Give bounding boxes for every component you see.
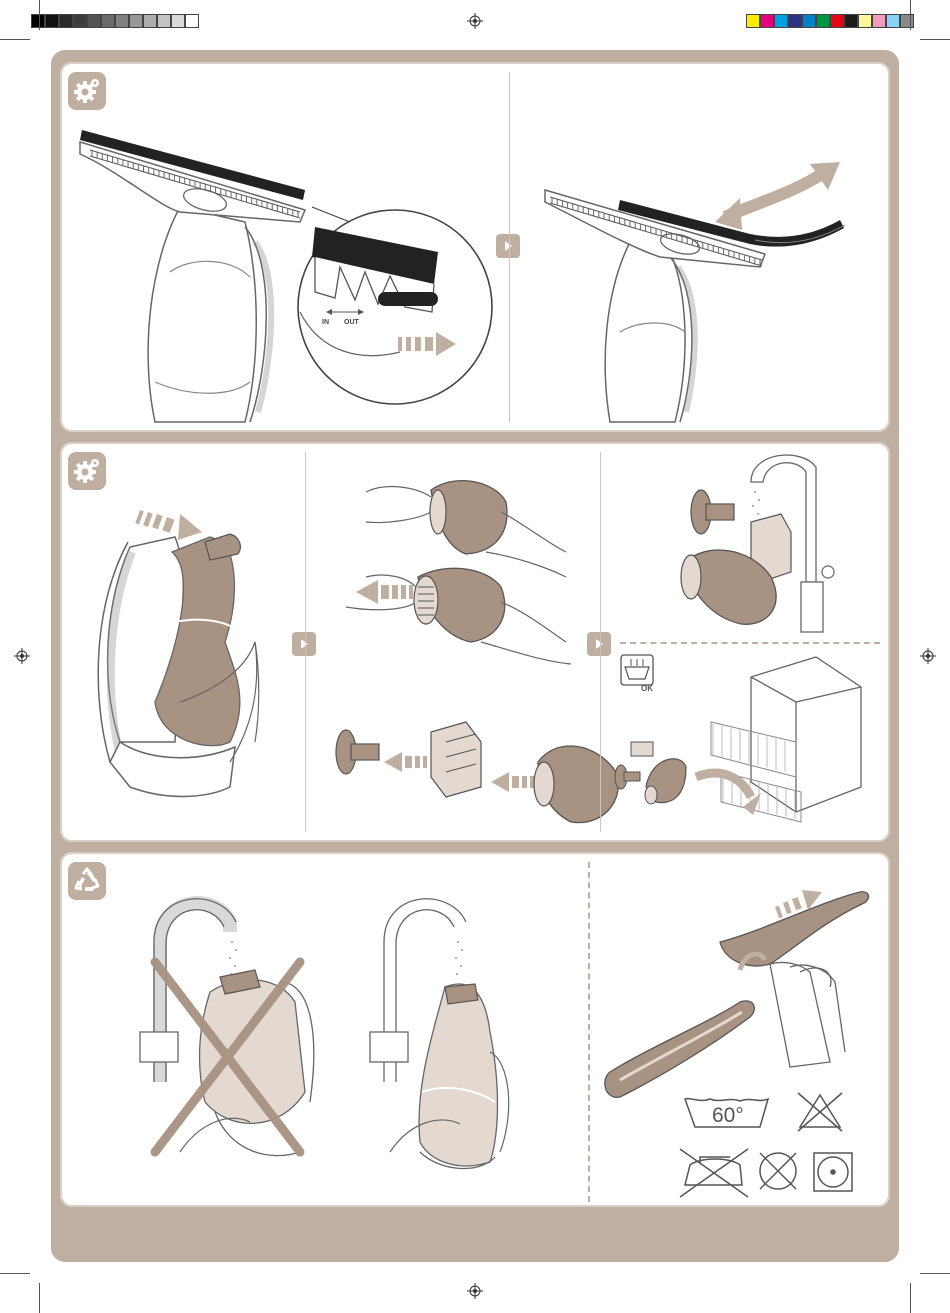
do-not-dry-clean-icon — [760, 1153, 796, 1189]
wash-temp-label: 60° — [712, 1104, 744, 1127]
color-swatch — [185, 14, 199, 28]
color-swatch — [73, 14, 87, 28]
remove-dirty-water-tank-illustration — [60, 442, 305, 842]
registration-mark-icon — [467, 13, 483, 29]
dishwasher-ok-label: OK — [641, 684, 653, 693]
color-swatch — [87, 14, 101, 28]
do-not-bleach-icon — [798, 1093, 842, 1131]
vacuum-blade-removal-illustration: IN OUT — [60, 62, 510, 432]
recycle-icon — [72, 866, 102, 896]
color-swatch — [816, 14, 830, 28]
recycle-badge — [68, 862, 106, 900]
color-swatch — [788, 14, 802, 28]
color-swatch — [143, 14, 157, 28]
option-divider — [620, 642, 880, 644]
do-not-iron-icon — [680, 1149, 748, 1197]
crop-mark — [0, 39, 30, 40]
color-swatch — [830, 14, 844, 28]
panel-blade-replacement: IN OUT — [60, 62, 890, 432]
crop-mark — [39, 0, 40, 30]
instruction-sheet: IN OUT — [51, 50, 899, 1262]
care-symbols: 60° — [680, 1087, 890, 1207]
disassemble-filter-illustration — [306, 442, 596, 842]
blade-in-label: IN — [322, 319, 329, 326]
grayscale-color-bar — [31, 14, 199, 28]
panel-tank-and-pad-washing: 60° — [60, 852, 890, 1207]
color-swatch — [872, 14, 886, 28]
crop-mark — [0, 1273, 30, 1274]
color-swatch — [45, 14, 59, 28]
color-swatch — [157, 14, 171, 28]
color-swatch — [900, 14, 914, 28]
panel-filter-cleaning: OK — [60, 442, 890, 842]
rinse-filter-under-tap-illustration — [601, 442, 890, 642]
remove-microfibre-pad-illustration — [590, 852, 890, 1102]
color-swatch — [31, 14, 45, 28]
rinse-tank-under-tap-illustration — [350, 852, 570, 1207]
blade-out-label: OUT — [344, 319, 360, 326]
color-swatch — [802, 14, 816, 28]
color-swatch — [746, 14, 760, 28]
color-swatch — [774, 14, 788, 28]
crop-mark — [910, 0, 911, 30]
color-swatch — [858, 14, 872, 28]
dishwasher-safe-illustration: OK — [601, 647, 890, 842]
crop-mark — [39, 1283, 40, 1313]
registration-mark-icon — [14, 648, 30, 664]
color-swatch — [844, 14, 858, 28]
color-swatch — [886, 14, 900, 28]
crop-mark — [920, 39, 950, 40]
color-swatch — [115, 14, 129, 28]
color-swatch — [59, 14, 73, 28]
process-color-bar — [746, 14, 914, 28]
color-swatch — [129, 14, 143, 28]
color-swatch — [760, 14, 774, 28]
do-not-rinse-body-illustration — [120, 852, 380, 1207]
tumble-dry-icon — [814, 1153, 852, 1191]
vacuum-blade-fitting-illustration — [510, 62, 890, 432]
color-swatch — [101, 14, 115, 28]
registration-mark-icon — [467, 1283, 483, 1299]
registration-mark-icon — [920, 648, 936, 664]
color-swatch — [171, 14, 185, 28]
wash-60-icon: 60° — [685, 1099, 768, 1127]
crop-mark — [920, 1273, 950, 1274]
crop-mark — [910, 1283, 911, 1313]
